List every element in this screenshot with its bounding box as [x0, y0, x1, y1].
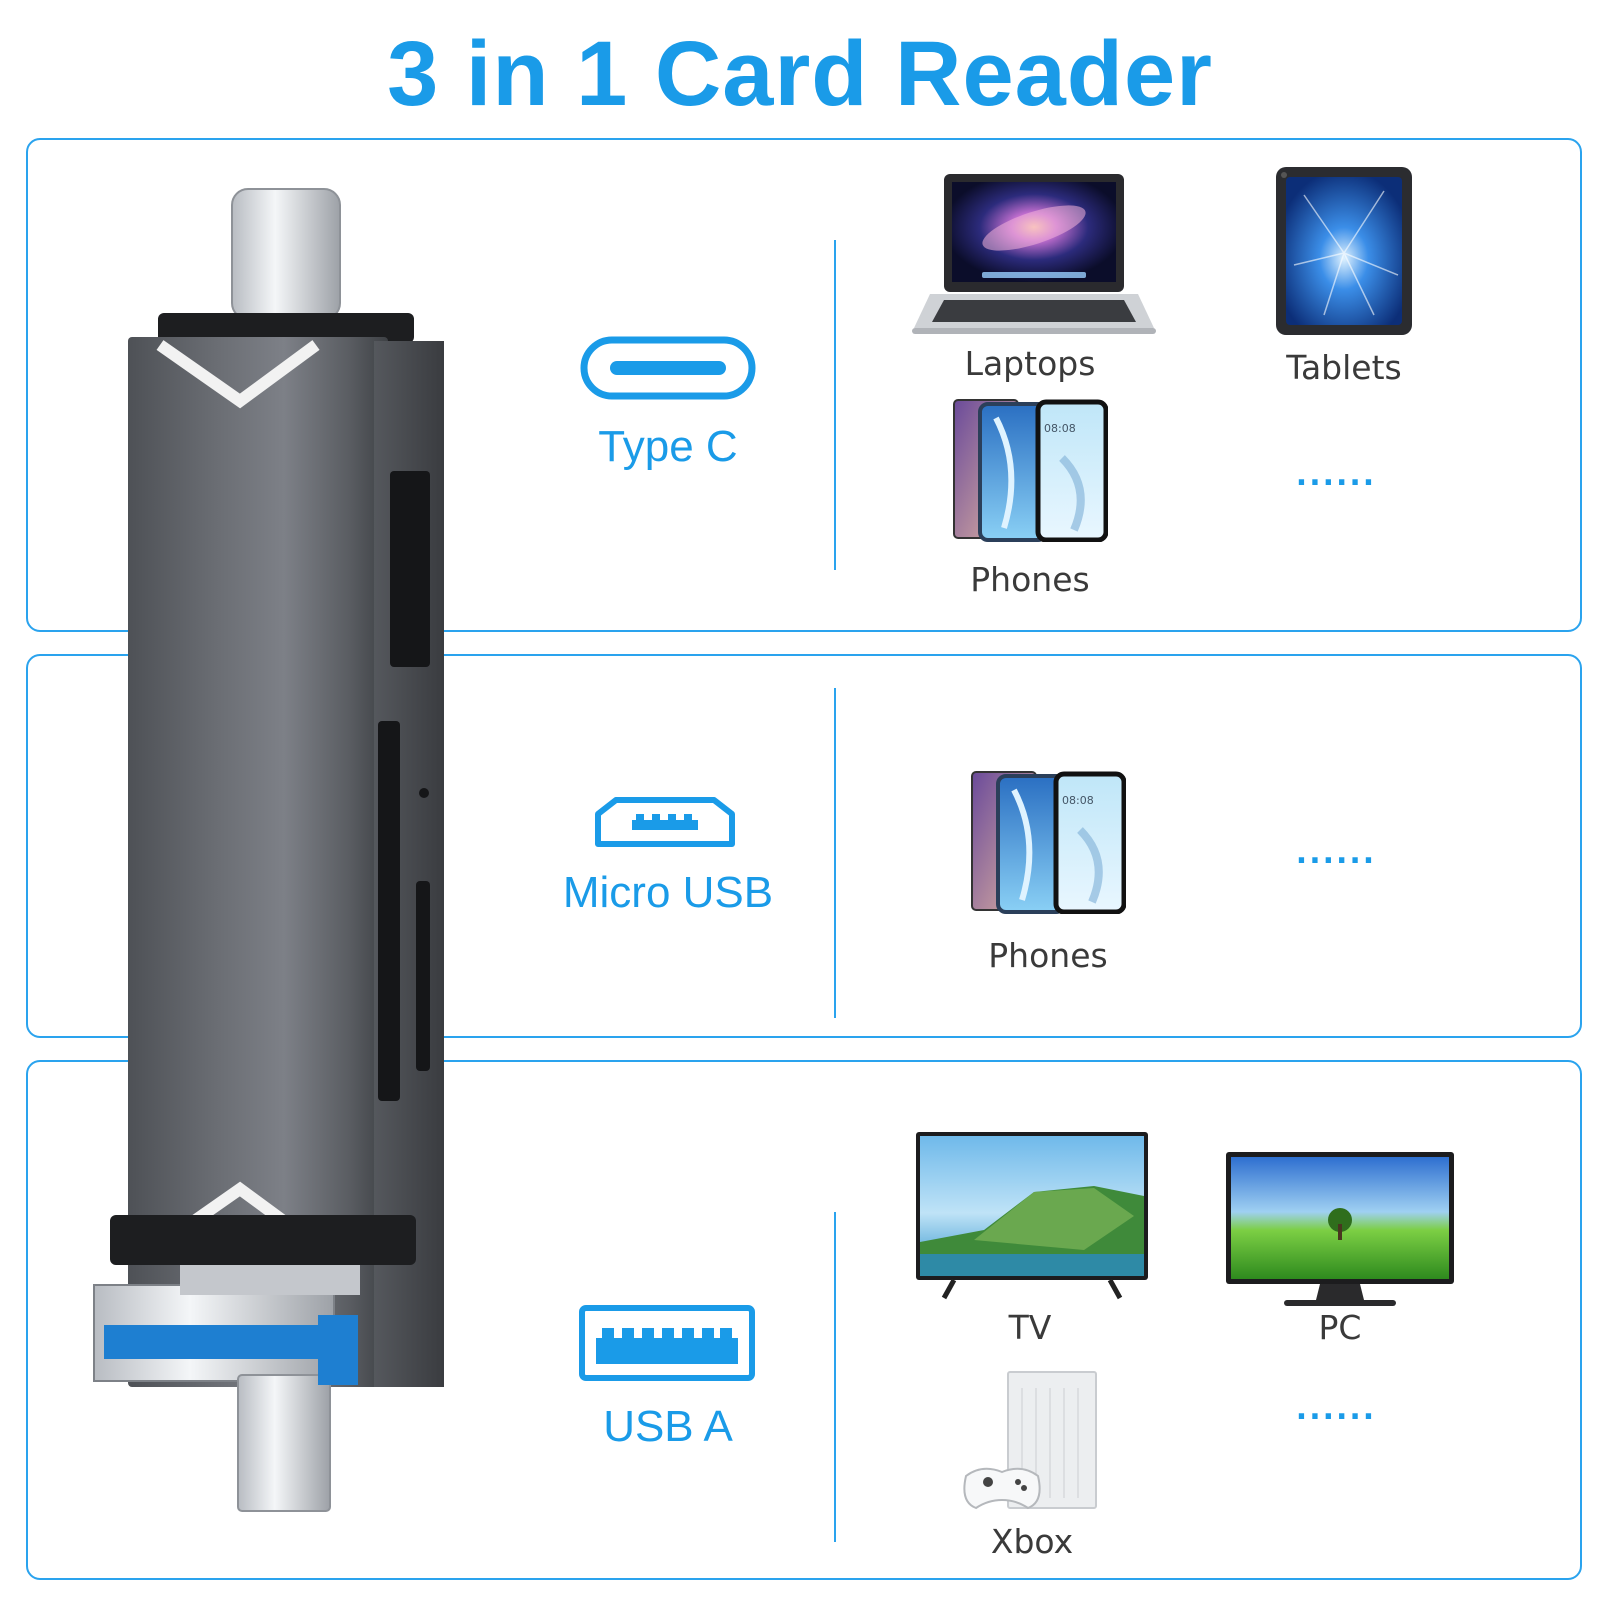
section-divider — [834, 240, 836, 570]
tv-icon — [916, 1132, 1148, 1300]
usb-a-label: USB A — [603, 1402, 733, 1451]
svg-text:08:08: 08:08 — [1044, 422, 1076, 435]
phones-icon: 08:08 — [971, 771, 1126, 914]
svg-text:08:08: 08:08 — [1062, 794, 1094, 807]
more-devices-indicator: ...... — [1295, 1392, 1377, 1427]
laptop-icon — [912, 174, 1156, 334]
usb-a-icon — [579, 1305, 755, 1381]
xbox-console-icon — [963, 1371, 1097, 1510]
card-reader-device — [93, 188, 444, 1512]
device-label-xbox: Xbox — [990, 1522, 1074, 1561]
device-label-laptops: Laptops — [964, 344, 1096, 383]
more-devices-indicator: ...... — [1295, 458, 1377, 493]
tablet-icon — [1276, 167, 1412, 335]
device-label-tablets: Tablets — [1286, 348, 1402, 387]
phones-icon: 08:08 — [953, 399, 1108, 542]
section-divider — [834, 688, 836, 1018]
page-title: 3 in 1 Card Reader — [387, 23, 1213, 125]
more-devices-indicator: ...... — [1295, 836, 1377, 871]
pc-monitor-icon — [1226, 1152, 1454, 1306]
micro-usb-label: Micro USB — [562, 868, 774, 917]
micro-usb-icon — [595, 797, 735, 847]
device-label-phones: Phones — [988, 936, 1108, 975]
usb-type-c-icon — [580, 336, 756, 400]
device-label-tv: TV — [1008, 1308, 1052, 1347]
device-label-phones: Phones — [970, 560, 1090, 599]
device-label-pc: PC — [1318, 1308, 1362, 1347]
type-c-label: Type C — [598, 422, 738, 471]
section-divider — [834, 1212, 836, 1542]
